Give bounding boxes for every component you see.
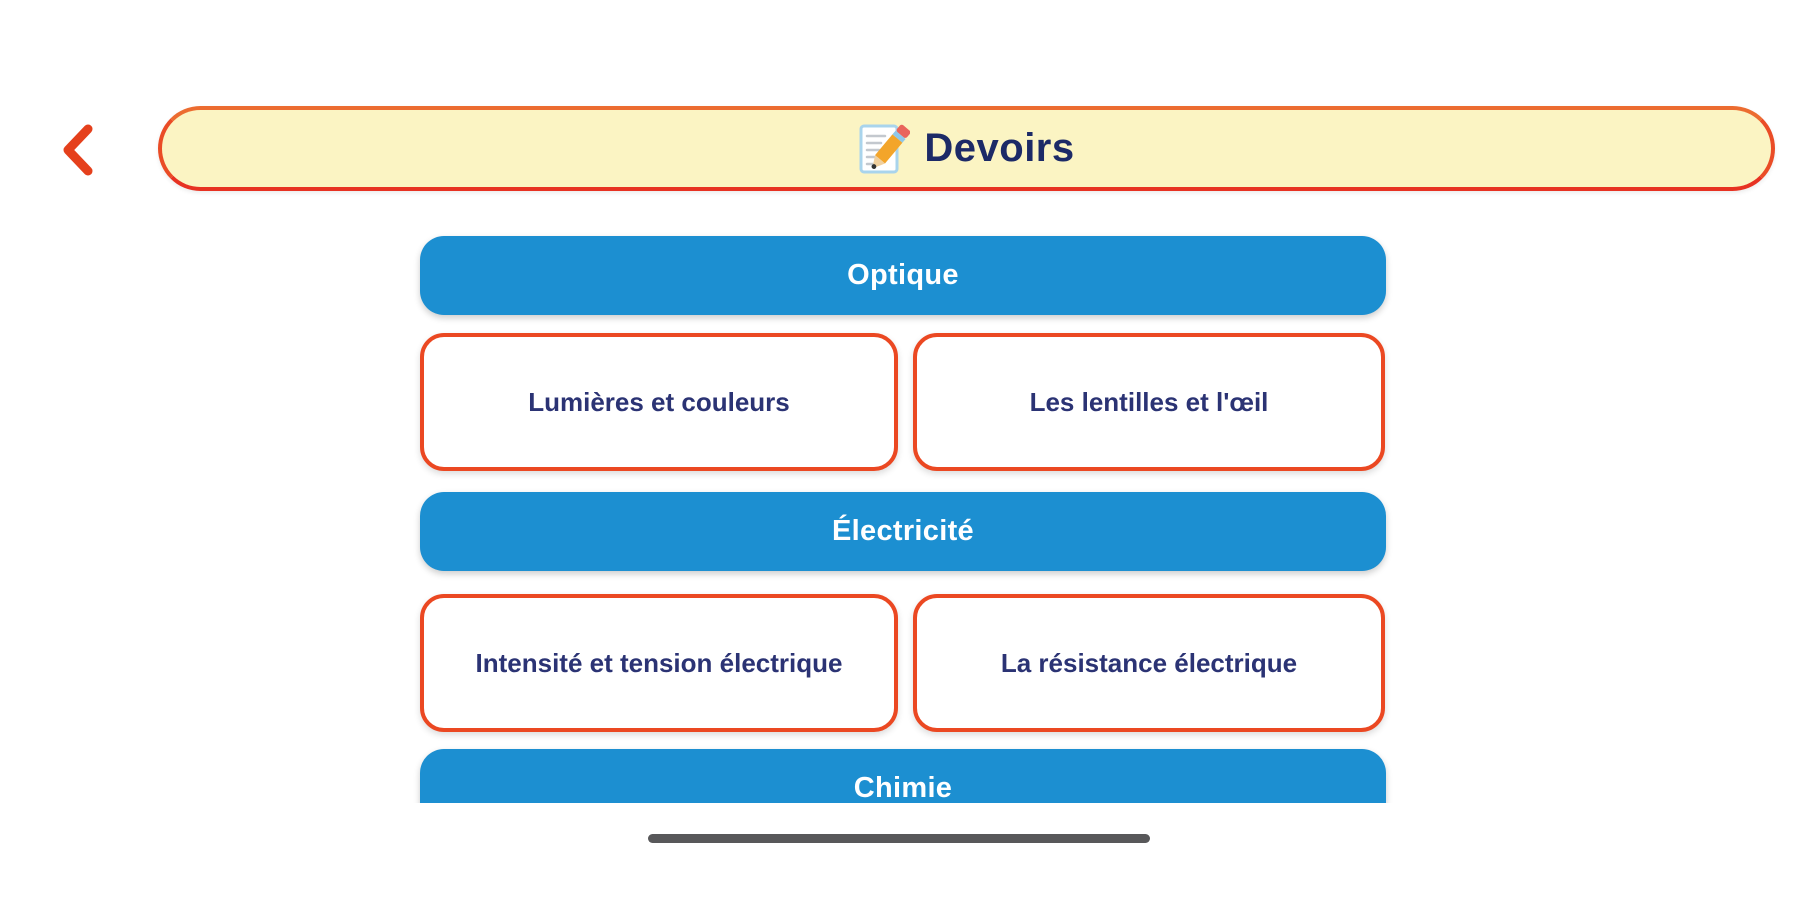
memo-pencil-icon	[859, 124, 911, 173]
section-header-electricite[interactable]: Électricité	[420, 492, 1386, 571]
section-header-label: Électricité	[832, 515, 974, 547]
topic-card-label: La résistance électrique	[1000, 647, 1298, 678]
topic-card-label: Les lentilles et l'œil	[1029, 386, 1269, 417]
topic-card-la-resistance-electrique[interactable]: La résistance électrique	[913, 594, 1385, 732]
home-indicator-bar[interactable]	[648, 834, 1150, 843]
section-header-optique[interactable]: Optique	[420, 236, 1386, 315]
topic-card-lumieres-et-couleurs[interactable]: Lumières et couleurs	[420, 333, 898, 471]
back-button[interactable]	[52, 118, 104, 182]
topic-card-intensite-et-tension-electrique[interactable]: Intensité et tension électrique	[420, 594, 898, 732]
back-chevron-icon	[63, 124, 93, 176]
section-header-chimie[interactable]: Chimie	[420, 749, 1386, 803]
topic-card-les-lentilles-et-loeil[interactable]: Les lentilles et l'œil	[913, 333, 1385, 471]
section-header-label: Chimie	[853, 772, 953, 803]
topic-card-label: Intensité et tension électrique	[475, 647, 843, 678]
topic-card-label: Lumières et couleurs	[528, 386, 790, 417]
page-title-banner: Devoirs	[158, 106, 1775, 191]
section-header-label: Optique	[847, 259, 959, 291]
content-area: Devoirs Optique Lumières et couleurs Les…	[52, 106, 1775, 803]
page-title: Devoirs	[924, 126, 1075, 170]
